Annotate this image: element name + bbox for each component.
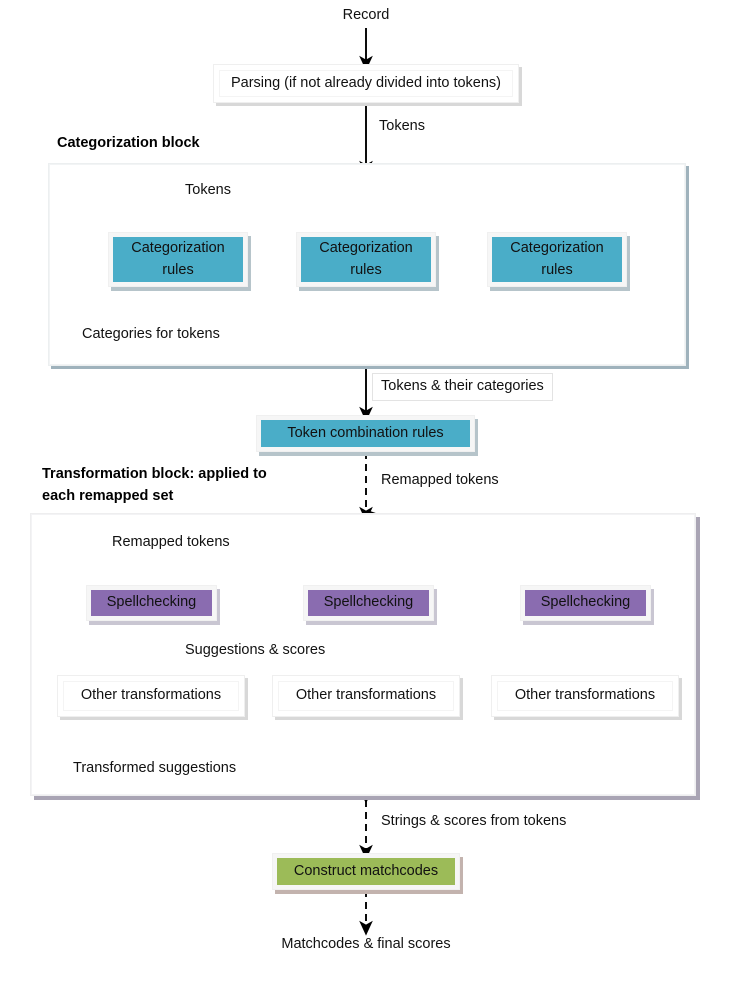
other-transformations-label-2: Other transformations: [278, 681, 454, 711]
other-transformations-box-2[interactable]: Other transformations: [272, 675, 460, 717]
edge-label-tokens-and-their-categories: Tokens & their categories: [372, 373, 553, 401]
token-combination-rules-label: Token combination rules: [261, 420, 470, 447]
edge-label-tokens-from-parsing: Tokens: [374, 116, 430, 137]
spellchecking-label-3: Spellchecking: [525, 590, 646, 616]
transformation-block-title: Transformation block: applied to each re…: [42, 466, 267, 505]
parsing-box[interactable]: Parsing (if not already divided into tok…: [213, 64, 519, 103]
spellchecking-label-2: Spellchecking: [308, 590, 429, 616]
categorization-rules-box-3[interactable]: Categorization rules: [487, 232, 627, 287]
categorization-block-title: Categorization block: [57, 135, 200, 151]
spellchecking-box-1[interactable]: Spellchecking: [86, 585, 217, 621]
parsing-box-label: Parsing (if not already divided into tok…: [219, 70, 513, 97]
spellchecking-box-3[interactable]: Spellchecking: [520, 585, 651, 621]
categorization-rules-box-2[interactable]: Categorization rules: [296, 232, 436, 287]
record-input-label: Record: [342, 7, 390, 23]
other-transformations-label-3: Other transformations: [497, 681, 673, 711]
categorization-rules-label-3: Categorization rules: [492, 237, 622, 282]
transformation-block-panel: [30, 513, 696, 796]
edge-label-remapped-tokens-out: Remapped tokens: [376, 470, 504, 491]
other-transformations-label-1: Other transformations: [63, 681, 239, 711]
construct-matchcodes-box[interactable]: Construct matchcodes: [272, 853, 460, 890]
other-transformations-box-1[interactable]: Other transformations: [57, 675, 245, 717]
categorization-rules-label-1: Categorization rules: [113, 237, 243, 282]
token-combination-rules-box[interactable]: Token combination rules: [256, 415, 475, 452]
construct-matchcodes-label: Construct matchcodes: [277, 858, 455, 885]
edge-label-tokens-in-cat-block: Tokens: [185, 182, 231, 198]
edge-label-strings-and-scores-from-tokens: Strings & scores from tokens: [376, 811, 572, 832]
edge-label-suggestions-and-scores: Suggestions & scores: [185, 642, 326, 658]
categorization-rules-box-1[interactable]: Categorization rules: [108, 232, 248, 287]
other-transformations-box-3[interactable]: Other transformations: [491, 675, 679, 717]
spellchecking-label-1: Spellchecking: [91, 590, 212, 616]
final-output-label: Matchcodes & final scores: [281, 936, 451, 952]
edge-label-transformed-suggestions: Transformed suggestions: [73, 760, 237, 776]
edge-label-remapped-tokens-in-block: Remapped tokens: [112, 534, 230, 550]
edge-label-categories-for-tokens: Categories for tokens: [82, 326, 220, 342]
spellchecking-box-2[interactable]: Spellchecking: [303, 585, 434, 621]
categorization-rules-label-2: Categorization rules: [301, 237, 431, 282]
